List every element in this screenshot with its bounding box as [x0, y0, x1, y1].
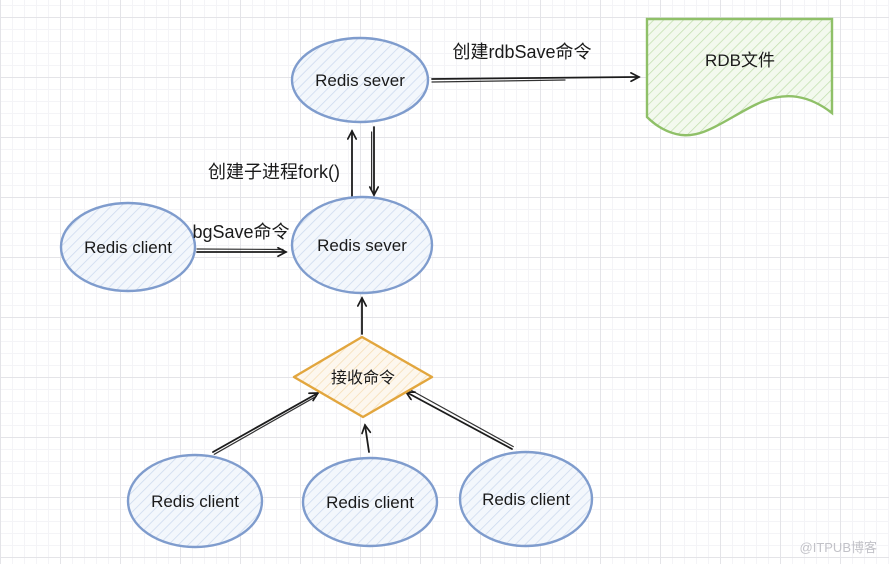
node-redis-client-bottom-2: Redis client: [301, 456, 439, 548]
redis-client-bottom-1-shape: [126, 453, 264, 549]
redis-client-bottom-2-label: Redis client: [326, 493, 414, 512]
edge-label-create-rdbsave: 创建rdbSave命令: [452, 42, 591, 62]
arrow-bgsave: [196, 249, 286, 252]
node-redis-server-top: Redis sever: [290, 36, 430, 124]
node-redis-client-left: Redis client: [59, 201, 197, 293]
redis-server-mid-shape: [290, 195, 434, 295]
redis-client-left-label: Redis client: [84, 238, 172, 257]
redis-server-mid-label: Redis sever: [317, 236, 407, 255]
node-redis-client-bottom-3: Redis client: [458, 450, 594, 548]
edge-label-bgsave: bgSave命令: [192, 222, 289, 242]
redis-server-top-label: Redis sever: [315, 71, 405, 90]
arrow-client1-to-receive: [212, 392, 318, 455]
arrow-create-rdbsave: [431, 77, 639, 83]
node-redis-client-bottom-1: Redis client: [126, 453, 264, 549]
arrow-client2-to-receive: [365, 425, 369, 453]
arrow-fork-down: [372, 126, 374, 195]
redis-client-bottom-2-shape: [301, 456, 439, 548]
node-rdb-file: RDB文件: [645, 17, 834, 137]
arrow-client3-to-receive: [406, 389, 514, 450]
receive-command-shape: [292, 335, 434, 419]
rdb-file-shape: [645, 17, 834, 137]
watermark-text: @ITPUB博客: [800, 540, 877, 555]
node-receive-command: 接收命令: [292, 335, 434, 419]
rdb-file-label: RDB文件: [705, 51, 775, 70]
redis-client-bottom-1-label: Redis client: [151, 492, 239, 511]
node-redis-server-mid: Redis sever: [290, 195, 434, 295]
redis-client-bottom-3-label: Redis client: [482, 490, 570, 509]
redis-client-bottom-3-shape: [458, 450, 594, 548]
redis-client-left-shape: [59, 201, 197, 293]
receive-command-label: 接收命令: [331, 369, 395, 387]
edge-label-fork-child: 创建子进程fork(): [208, 162, 340, 182]
redis-server-top-shape: [290, 36, 430, 124]
